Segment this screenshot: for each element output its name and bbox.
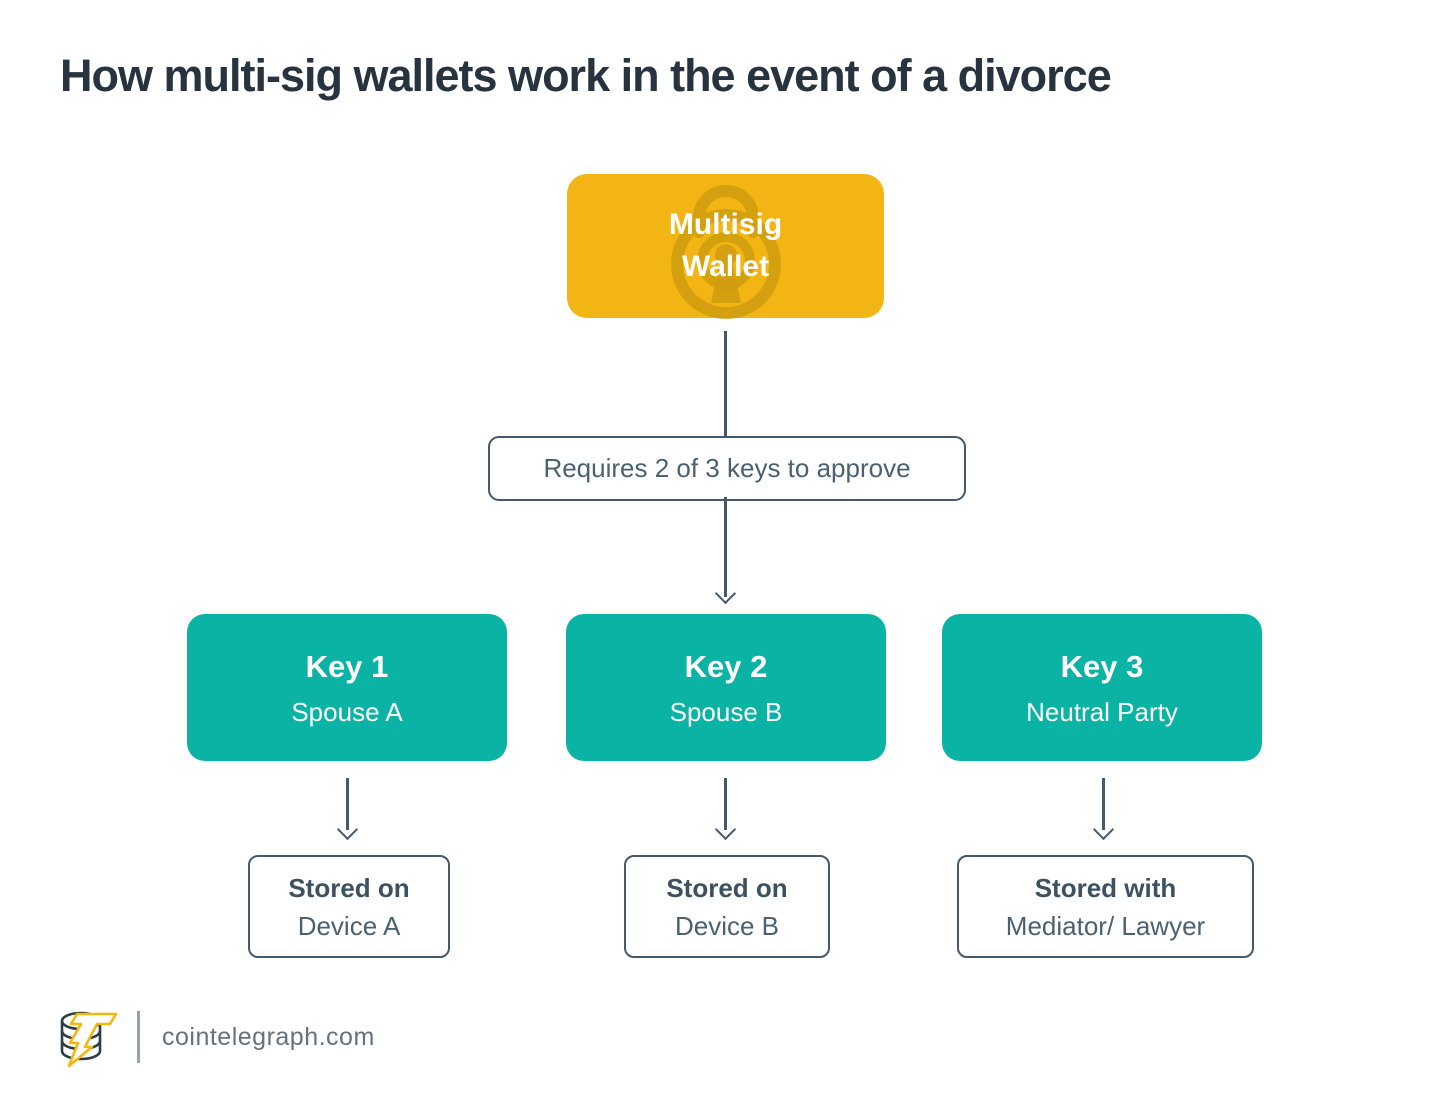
arrowhead-down-icon bbox=[1092, 818, 1115, 841]
arrowhead-down-icon bbox=[714, 818, 737, 841]
footer-divider bbox=[137, 1011, 140, 1063]
wallet-label-line2: Wallet bbox=[681, 250, 770, 283]
storage1-detail: Device A bbox=[297, 910, 401, 941]
multisig-wallet-label: Multisig Wallet bbox=[669, 204, 782, 288]
key1-holder: Spouse A bbox=[291, 696, 403, 727]
storage2-heading: Stored on bbox=[666, 872, 788, 903]
key3-node: Key 3 Neutral Party bbox=[942, 614, 1262, 761]
connector-key1-to-storage bbox=[346, 778, 349, 830]
condition-label: Requires 2 of 3 keys to approve bbox=[543, 453, 911, 483]
storage3-detail: Mediator/ Lawyer bbox=[1005, 910, 1206, 941]
connector-wallet-to-condition bbox=[724, 331, 727, 437]
key1-node: Key 1 Spouse A bbox=[187, 614, 507, 761]
storage1-node: Stored on Device A bbox=[248, 855, 450, 958]
key2-holder: Spouse B bbox=[669, 696, 783, 727]
storage3-heading: Stored with bbox=[1034, 872, 1177, 903]
condition-node: Requires 2 of 3 keys to approve bbox=[488, 436, 966, 501]
connector-condition-to-key2 bbox=[724, 497, 727, 597]
arrowhead-down-icon bbox=[714, 582, 737, 605]
multisig-wallet-node: Multisig Wallet bbox=[567, 174, 884, 319]
storage3-node: Stored with Mediator/ Lawyer bbox=[957, 855, 1254, 958]
storage2-detail: Device B bbox=[674, 910, 780, 941]
cointelegraph-logo bbox=[60, 1011, 118, 1068]
key3-holder: Neutral Party bbox=[1026, 696, 1178, 727]
key1-name: Key 1 bbox=[305, 648, 389, 684]
key2-node: Key 2 Spouse B bbox=[566, 614, 886, 761]
storage2-node: Stored on Device B bbox=[624, 855, 830, 958]
lightning-bolt-icon bbox=[67, 1012, 118, 1068]
key2-name: Key 2 bbox=[684, 648, 768, 684]
wallet-label-line1: Multisig bbox=[668, 208, 783, 241]
footer-site-url: cointelegraph.com bbox=[162, 1022, 375, 1051]
connector-key3-to-storage bbox=[1102, 778, 1105, 830]
connector-key2-to-storage bbox=[724, 778, 727, 830]
storage1-heading: Stored on bbox=[288, 872, 410, 903]
page-title: How multi-sig wallets work in the event … bbox=[60, 50, 1112, 101]
arrowhead-down-icon bbox=[336, 818, 359, 841]
key3-name: Key 3 bbox=[1060, 648, 1144, 684]
padlock-icon bbox=[670, 185, 781, 319]
footer: cointelegraph.com bbox=[55, 1004, 375, 1070]
